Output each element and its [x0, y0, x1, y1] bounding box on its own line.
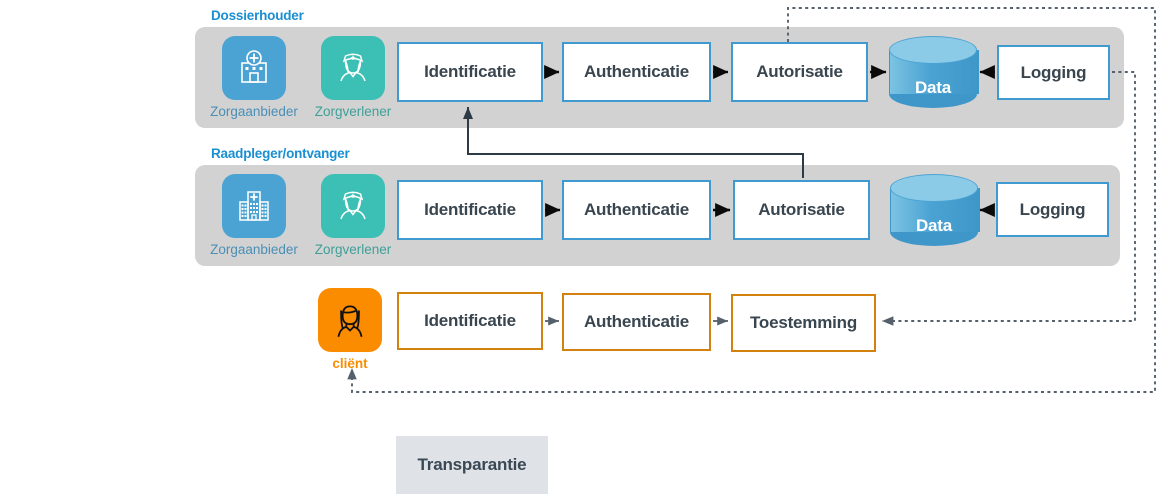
label-zorgaanbieder-raadpleger: Zorgaanbieder: [210, 242, 298, 257]
person-icon: [337, 305, 363, 337]
tile-zorgverlener-raadpleger: [321, 174, 385, 238]
cylinder-top: [890, 174, 978, 202]
dotted-logging1-to-toestemming: [882, 71, 1136, 326]
tile-client: [318, 288, 382, 352]
step-authenticatie-dossierhouder[interactable]: Authenticatie: [562, 42, 711, 102]
datastore-label-raadpleger: Data: [915, 216, 953, 235]
tile-zorgverlener-dossierhouder: [321, 36, 385, 100]
step-identificatie-client[interactable]: Identificatie: [397, 292, 543, 350]
logging-dossierhouder[interactable]: Logging: [997, 45, 1110, 100]
datastore-raadpleger: Data: [890, 174, 980, 246]
transparantie-box[interactable]: Transparantie: [396, 436, 548, 494]
lane-title-dossierhouder: Dossierhouder: [211, 8, 304, 23]
hospital-tall-icon: [239, 191, 269, 221]
step-autorisatie-raadpleger[interactable]: Autorisatie: [733, 180, 870, 240]
dotted-autorisatie1-to-client: [347, 7, 1156, 393]
elbow-autorisatie2-to-identificatie1: [463, 107, 804, 178]
tile-zorgaanbieder-dossierhouder: [222, 36, 286, 100]
step-authenticatie-client[interactable]: Authenticatie: [562, 293, 711, 351]
nurse-icon: [340, 53, 366, 82]
label-zorgaanbieder-dossierhouder: Zorgaanbieder: [210, 104, 298, 119]
step-toestemming-client[interactable]: Toestemming: [731, 294, 876, 352]
step-identificatie-raadpleger[interactable]: Identificatie: [397, 180, 543, 240]
cylinder-top: [889, 36, 977, 64]
step-identificatie-dossierhouder[interactable]: Identificatie: [397, 42, 543, 102]
tile-zorgaanbieder-raadpleger: [222, 174, 286, 238]
logging-raadpleger[interactable]: Logging: [996, 182, 1109, 237]
label-client: cliënt: [332, 356, 368, 371]
nurse-icon: [340, 191, 366, 220]
label-zorgverlener-raadpleger: Zorgverlener: [314, 242, 392, 257]
step-autorisatie-dossierhouder[interactable]: Autorisatie: [731, 42, 868, 102]
datastore-dossierhouder: Data: [889, 36, 979, 108]
lane-title-raadpleger: Raadpleger/ontvanger: [211, 146, 350, 161]
datastore-label-dossierhouder: Data: [914, 78, 952, 97]
label-zorgverlener-dossierhouder: Zorgverlener: [314, 104, 392, 119]
step-authenticatie-raadpleger[interactable]: Authenticatie: [562, 180, 711, 240]
hospital-icon: [241, 50, 267, 83]
